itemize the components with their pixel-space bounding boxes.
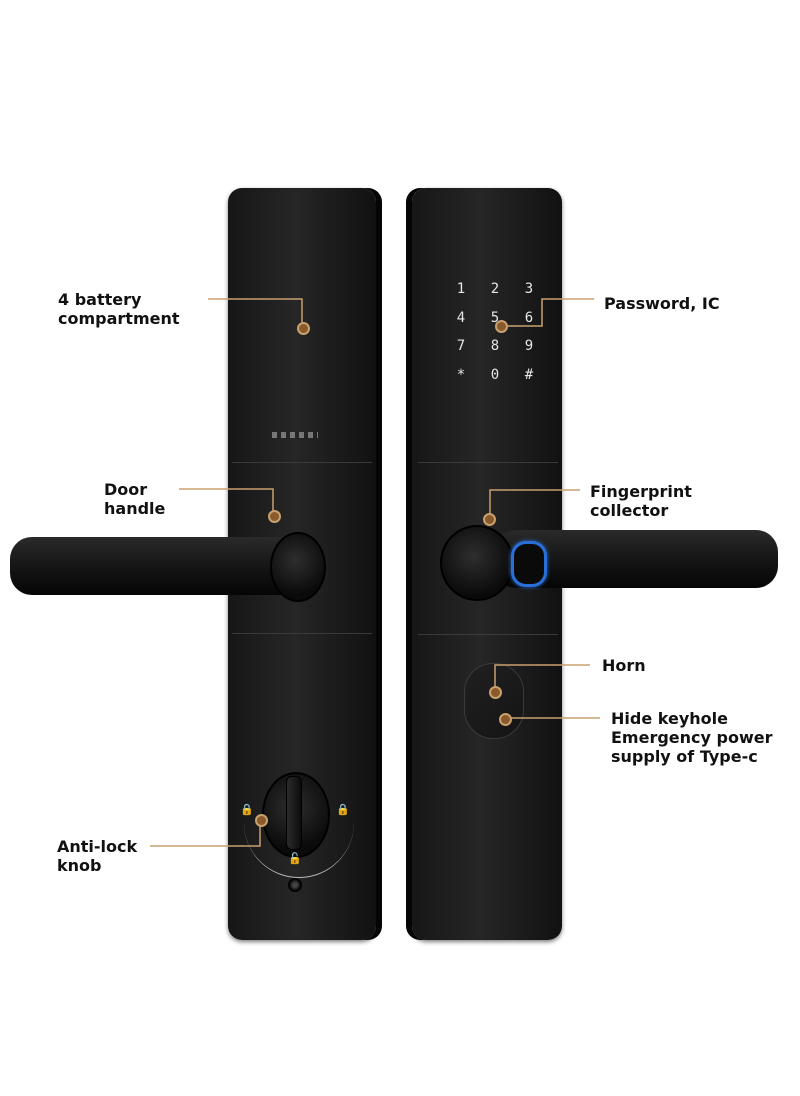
- unlock-icon: 🔓: [288, 852, 302, 865]
- keypad-key[interactable]: #: [524, 367, 534, 383]
- battery-indicator-dots: [272, 432, 318, 438]
- battery-label: 4 battery compartment: [58, 290, 180, 328]
- interior-seam-top: [232, 462, 372, 463]
- keypad-key[interactable]: 3: [524, 281, 534, 297]
- exterior-seam-bottom: [418, 634, 558, 635]
- password-label: Password, IC: [604, 294, 720, 313]
- keypad-key[interactable]: 7: [456, 338, 466, 354]
- exterior-seam-top: [418, 462, 558, 463]
- battery-callout-dot: [297, 322, 310, 335]
- fingerprint-label: Fingerprint collector: [590, 482, 692, 520]
- keypad-key[interactable]: 4: [456, 310, 466, 326]
- keypad-key[interactable]: 8: [490, 338, 500, 354]
- interior-lever[interactable]: [10, 537, 308, 595]
- knob-thumb-turn[interactable]: [286, 776, 302, 850]
- keyhole-label: Hide keyhole Emergency power supply of T…: [611, 709, 773, 766]
- knob-callout-dot: [255, 814, 268, 827]
- keypad-key[interactable]: 0: [490, 367, 500, 383]
- interior-handle-rose: [270, 532, 326, 602]
- fingerprint-callout-dot: [483, 513, 496, 526]
- interior-seam-bottom: [232, 633, 372, 634]
- keypad-key[interactable]: 1: [456, 281, 466, 297]
- handle-callout-dot: [268, 510, 281, 523]
- keypad-key[interactable]: 6: [524, 310, 534, 326]
- exterior-handle-rose: [440, 525, 514, 601]
- knob-dial: [244, 797, 354, 878]
- interior-screw-hole: [288, 878, 302, 892]
- keypad-key[interactable]: *: [456, 367, 466, 383]
- handle-label: Door handle: [104, 480, 166, 518]
- keypad-key[interactable]: 9: [524, 338, 534, 354]
- fingerprint-sensor[interactable]: [511, 541, 547, 587]
- horn-callout-dot: [489, 686, 502, 699]
- keyhole-callout-dot: [499, 713, 512, 726]
- horn-keyhole-cover: [464, 663, 524, 739]
- password-callout-dot: [495, 320, 508, 333]
- lock-icon: 🔒: [336, 803, 350, 816]
- knob-label: Anti-lock knob: [57, 837, 138, 875]
- lock-icon: 🔒: [240, 803, 254, 816]
- keypad-key[interactable]: 5: [490, 310, 500, 326]
- horn-label: Horn: [602, 656, 646, 675]
- keypad-key[interactable]: 2: [490, 281, 500, 297]
